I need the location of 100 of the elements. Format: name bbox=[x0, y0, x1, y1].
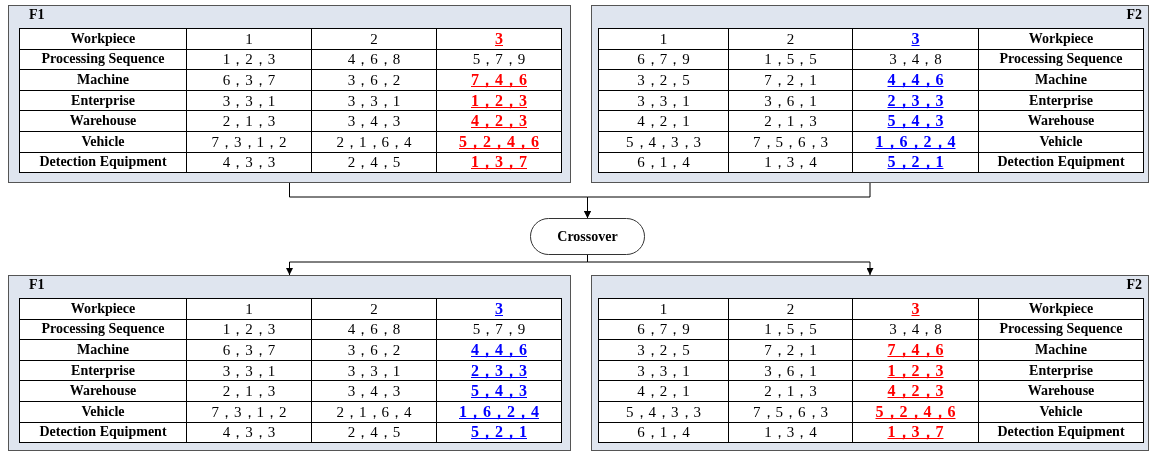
table-value: 4，4，6 bbox=[852, 69, 979, 91]
table-value: 7，4，6 bbox=[436, 69, 562, 91]
table-value: 3，4，3 bbox=[311, 380, 437, 402]
table-value: 5，4，3 bbox=[852, 110, 979, 132]
table-value: 2，3，3 bbox=[436, 360, 562, 381]
column-header: 2 bbox=[311, 28, 437, 50]
table-value: 2，1，3 bbox=[728, 110, 853, 132]
table-value: 4，6，8 bbox=[311, 319, 437, 340]
table-value: 2，1，3 bbox=[186, 380, 312, 402]
table-value: 2，4，5 bbox=[311, 152, 437, 173]
column-header: 3 bbox=[852, 298, 979, 320]
table-value: 6，1，4 bbox=[598, 152, 729, 173]
table-value: 1，3，4 bbox=[728, 422, 853, 443]
table-value: 3，4，3 bbox=[311, 110, 437, 132]
table-value: 1，3，7 bbox=[436, 152, 562, 173]
table-value: 6，7，9 bbox=[598, 319, 729, 340]
table-value: 1，6，2，4 bbox=[436, 401, 562, 423]
table-value: 3，3，1 bbox=[598, 90, 729, 111]
table-value: 2，3，3 bbox=[852, 90, 979, 111]
panel bbox=[8, 5, 571, 183]
column-header: 2 bbox=[728, 298, 853, 320]
connector-arrow bbox=[584, 182, 871, 219]
row-header: Machine bbox=[978, 69, 1144, 91]
table-value: 2，1，6，4 bbox=[311, 401, 437, 423]
table-value: 7，3，1，2 bbox=[186, 131, 312, 153]
column-header: Workpiece bbox=[19, 28, 187, 50]
table-value: 6，3，7 bbox=[186, 69, 312, 91]
process-pill bbox=[530, 218, 645, 255]
row-header: Processing Sequence bbox=[978, 319, 1144, 340]
table-value: 5，2，1 bbox=[852, 152, 979, 173]
row-header: Warehouse bbox=[19, 110, 187, 132]
table-value: 1，2，3 bbox=[186, 49, 312, 70]
row-header: Warehouse bbox=[978, 110, 1144, 132]
table-value: 2，1，3 bbox=[186, 110, 312, 132]
row-header: Detection Equipment bbox=[978, 152, 1144, 173]
table-value: 1，2，3 bbox=[436, 90, 562, 111]
column-header: 1 bbox=[598, 298, 729, 320]
column-header: Workpiece bbox=[978, 298, 1144, 320]
table-value: 3，6，1 bbox=[728, 360, 853, 381]
table-value: 3，3，1 bbox=[186, 90, 312, 111]
table-value: 6，3，7 bbox=[186, 339, 312, 361]
row-header: Enterprise bbox=[19, 360, 187, 381]
panel bbox=[591, 5, 1149, 183]
table-value: 3，3，1 bbox=[311, 360, 437, 381]
table-value: 7，2，1 bbox=[728, 339, 853, 361]
row-header: Processing Sequence bbox=[978, 49, 1144, 70]
table-value: 3，3，1 bbox=[186, 360, 312, 381]
table-value: 4，4，6 bbox=[436, 339, 562, 361]
table-value: 4，3，3 bbox=[186, 422, 312, 443]
row-header: Machine bbox=[978, 339, 1144, 361]
row-header: Vehicle bbox=[19, 401, 187, 423]
process-label: Crossover bbox=[557, 228, 618, 245]
table-value: 4，2，3 bbox=[852, 380, 979, 402]
table-value: 7，3，1，2 bbox=[186, 401, 312, 423]
table-value: 4，2，3 bbox=[436, 110, 562, 132]
table-value: 6，1，4 bbox=[598, 422, 729, 443]
row-header: Processing Sequence bbox=[19, 49, 187, 70]
table-value: 7，5，6，3 bbox=[728, 401, 853, 423]
row-header: Vehicle bbox=[19, 131, 187, 153]
column-header: 3 bbox=[852, 28, 979, 50]
panel-heading: F1 bbox=[29, 277, 45, 293]
table-value: 5，7，9 bbox=[436, 49, 562, 70]
table-value: 1，3，4 bbox=[728, 152, 853, 173]
table-value: 1，2，3 bbox=[852, 360, 979, 381]
column-header: 1 bbox=[186, 298, 312, 320]
table-value: 3，6，2 bbox=[311, 339, 437, 361]
row-header: Machine bbox=[19, 69, 187, 91]
table-value: 4，2，1 bbox=[598, 110, 729, 132]
table-value: 1，2，3 bbox=[186, 319, 312, 340]
row-header: Warehouse bbox=[19, 380, 187, 402]
table-value: 3，2，5 bbox=[598, 339, 729, 361]
table-value: 5，2，1 bbox=[436, 422, 562, 443]
column-header: 3 bbox=[436, 298, 562, 320]
table-value: 3，2，5 bbox=[598, 69, 729, 91]
table-value: 7，4，6 bbox=[852, 339, 979, 361]
column-header: 1 bbox=[186, 28, 312, 50]
table-value: 3，4，8 bbox=[852, 319, 979, 340]
column-header: Workpiece bbox=[19, 298, 187, 320]
row-header: Machine bbox=[19, 339, 187, 361]
panel bbox=[8, 275, 571, 451]
table-value: 6，7，9 bbox=[598, 49, 729, 70]
table-value: 5，2，4，6 bbox=[852, 401, 979, 423]
table-value: 1，5，5 bbox=[728, 319, 853, 340]
column-header: 2 bbox=[311, 298, 437, 320]
table-value: 1，6，2，4 bbox=[852, 131, 979, 153]
table-value: 2，1，6，4 bbox=[311, 131, 437, 153]
table-value: 2，4，5 bbox=[311, 422, 437, 443]
column-header: 1 bbox=[598, 28, 729, 50]
table-value: 5，4，3，3 bbox=[598, 131, 729, 153]
table-value: 4，6，8 bbox=[311, 49, 437, 70]
table-value: 1，5，5 bbox=[728, 49, 853, 70]
table-value: 7，5，6，3 bbox=[728, 131, 853, 153]
column-header: Workpiece bbox=[978, 28, 1144, 50]
table-value: 3，3，1 bbox=[311, 90, 437, 111]
panel-heading: F2 bbox=[1126, 277, 1142, 293]
table-value: 3，6，2 bbox=[311, 69, 437, 91]
table-value: 4，3，3 bbox=[186, 152, 312, 173]
row-header: Vehicle bbox=[978, 131, 1144, 153]
table-value: 5，4，3 bbox=[436, 380, 562, 402]
table-value: 3，4，8 bbox=[852, 49, 979, 70]
